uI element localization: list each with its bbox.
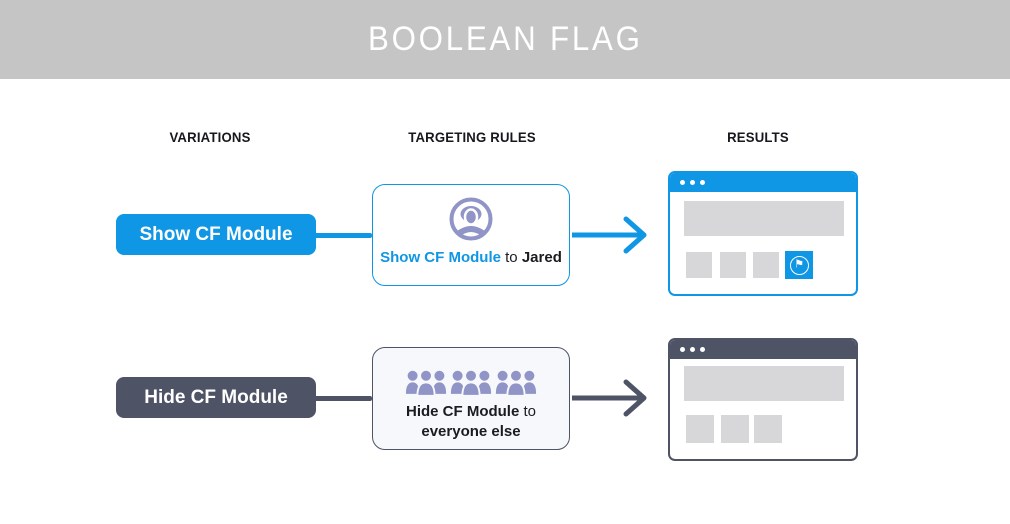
column-header-results: RESULTS	[727, 129, 789, 145]
window-dot-icon	[680, 347, 685, 352]
content-placeholder-square	[753, 252, 779, 278]
rule-connector: to	[523, 403, 536, 420]
window-dot-icon	[700, 347, 705, 352]
connector-line-row1	[314, 233, 372, 238]
arrow-right-icon	[572, 216, 647, 254]
window-titlebar	[670, 340, 856, 359]
flag-module-icon: ⚑	[789, 255, 809, 275]
single-user-icon	[449, 197, 493, 241]
arrow-right-icon	[572, 379, 647, 417]
result-browser-window-show: ⚑	[668, 171, 858, 296]
targeting-rule-text: Show CF Module to Jared	[380, 248, 562, 268]
targeting-rule-text: Hide CF Module to everyone else	[406, 402, 536, 442]
title-banner: BOOLEAN FLAG	[0, 0, 1010, 79]
rule-flag-name: Hide CF Module	[405, 403, 520, 420]
rule-flag-name: Show CF Module	[380, 249, 501, 266]
rule-target: everyone else	[421, 423, 521, 440]
result-browser-window-hide	[668, 338, 858, 461]
content-placeholder-square	[721, 415, 749, 443]
connector-line-row2	[314, 396, 372, 401]
targeting-rule-card-row2: Hide CF Module to everyone else	[372, 347, 570, 450]
content-placeholder-banner	[684, 201, 844, 236]
column-header-targeting-rules: TARGETING RULES	[408, 129, 536, 145]
window-dot-icon	[680, 180, 685, 185]
window-dot-icon	[690, 180, 695, 185]
content-placeholder-banner	[684, 366, 844, 401]
window-dot-icon	[700, 180, 705, 185]
variation-pill-show-cf-module: Show CF Module	[116, 214, 316, 255]
column-header-variations: VARIATIONS	[169, 129, 251, 145]
cf-module-tile: ⚑	[785, 251, 813, 279]
window-dot-icon	[690, 347, 695, 352]
content-placeholder-square	[720, 252, 746, 278]
content-placeholder-square	[686, 415, 714, 443]
window-titlebar	[670, 173, 856, 192]
page-title: BOOLEAN FLAG	[367, 20, 643, 58]
crowd-icon	[405, 368, 537, 397]
rule-target: Jared	[521, 249, 562, 266]
content-placeholder-square	[686, 252, 712, 278]
content-placeholder-square	[754, 415, 782, 443]
variation-pill-label: Hide CF Module	[144, 386, 288, 408]
variation-pill-label: Show CF Module	[139, 223, 293, 245]
rule-connector: to	[505, 249, 518, 266]
variation-pill-hide-cf-module: Hide CF Module	[116, 377, 316, 418]
targeting-rule-card-row1: Show CF Module to Jared	[372, 184, 570, 286]
